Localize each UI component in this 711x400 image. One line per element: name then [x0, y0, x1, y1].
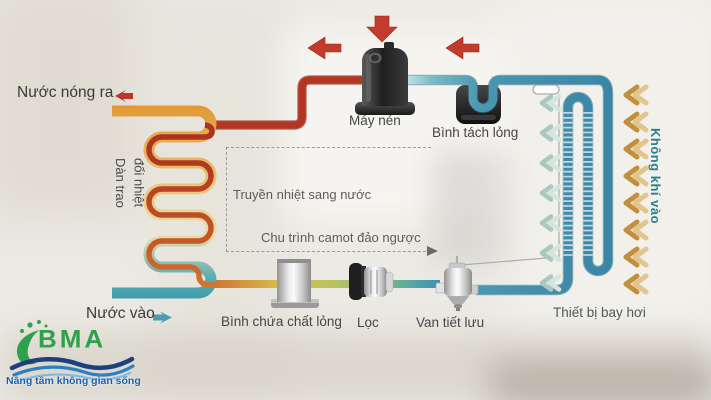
flow-left-arrow-icon	[307, 36, 342, 60]
air-out-arrow-icon	[539, 94, 562, 112]
hot-water-out-arrow-icon	[115, 90, 133, 102]
cycle-annotation-box	[226, 147, 431, 252]
air-in-arrow-icon	[623, 138, 649, 160]
coil-label-line1: Dàn trao	[113, 158, 129, 208]
air-in-arrow-icon	[623, 165, 649, 187]
air-in-arrow-icon	[623, 246, 649, 268]
coil-label: Dàn trao đổi nhiệt	[111, 158, 147, 270]
air-in-arrow-icon	[623, 111, 649, 133]
air-out-arrow-icon	[539, 214, 562, 232]
liquid-receiver-label: Bình chứa chất lỏng	[221, 314, 342, 329]
brand-name: BMA	[38, 324, 107, 354]
water-splash-icon	[16, 320, 48, 365]
hot-water-out-label: Nước nóng ra	[17, 84, 114, 101]
filter-drier	[349, 263, 394, 300]
flow-down-arrow-icon	[366, 15, 398, 43]
air-in-arrow-icon	[623, 273, 649, 295]
liquid-receiver-cylinder	[271, 259, 319, 308]
wave-icon	[9, 356, 135, 381]
refrigerant-coil-inner-tube	[146, 122, 218, 288]
air-in-arrow-icon	[623, 219, 649, 241]
air-out-arrow-icon	[539, 274, 562, 292]
air-out-arrow-icon	[539, 124, 562, 142]
air-out-arrow-icon	[539, 184, 562, 202]
air-out-arrow-icon	[539, 244, 562, 262]
discharge-pipe	[205, 75, 363, 130]
water-in-label: Nước vào	[86, 305, 155, 322]
air-in-arrow-icon	[623, 192, 649, 214]
air-out-arrow-icon	[539, 154, 562, 172]
expansion-valve-label: Van tiết lưu	[416, 315, 485, 330]
cycle-arrowhead-icon	[427, 246, 438, 256]
air-in-arrows	[623, 84, 649, 295]
compressor-label: Máy nén	[349, 113, 401, 128]
flow-left-arrow-icon	[445, 36, 480, 60]
sensor-capsule	[532, 84, 560, 95]
air-out-arrows	[539, 94, 562, 292]
air-in-arrow-icon	[623, 84, 649, 106]
suction-pipe	[408, 74, 614, 296]
bma-logo: BMA Nâng tầm không gian sống	[6, 318, 141, 396]
logo-graphics	[9, 320, 135, 381]
expansion-valve	[435, 256, 479, 311]
water-in-arrow-icon	[153, 311, 172, 324]
liquid-separator-label: Bình tách lỏng	[432, 125, 519, 140]
coil-label-line2: đổi nhiệt	[131, 158, 147, 208]
brand-tagline: Nâng tầm không gian sống	[6, 375, 141, 387]
air-in-label: Không khí vào	[648, 128, 663, 225]
filter-label: Lọc	[357, 315, 379, 330]
evaporator-label: Thiết bị bay hơi	[553, 305, 646, 320]
cycle-note: Chu trình camot đảo ngược	[261, 230, 421, 245]
heat-transfer-note: Truyền nhiệt sang nước	[233, 187, 372, 202]
compressor-unit	[355, 42, 415, 115]
